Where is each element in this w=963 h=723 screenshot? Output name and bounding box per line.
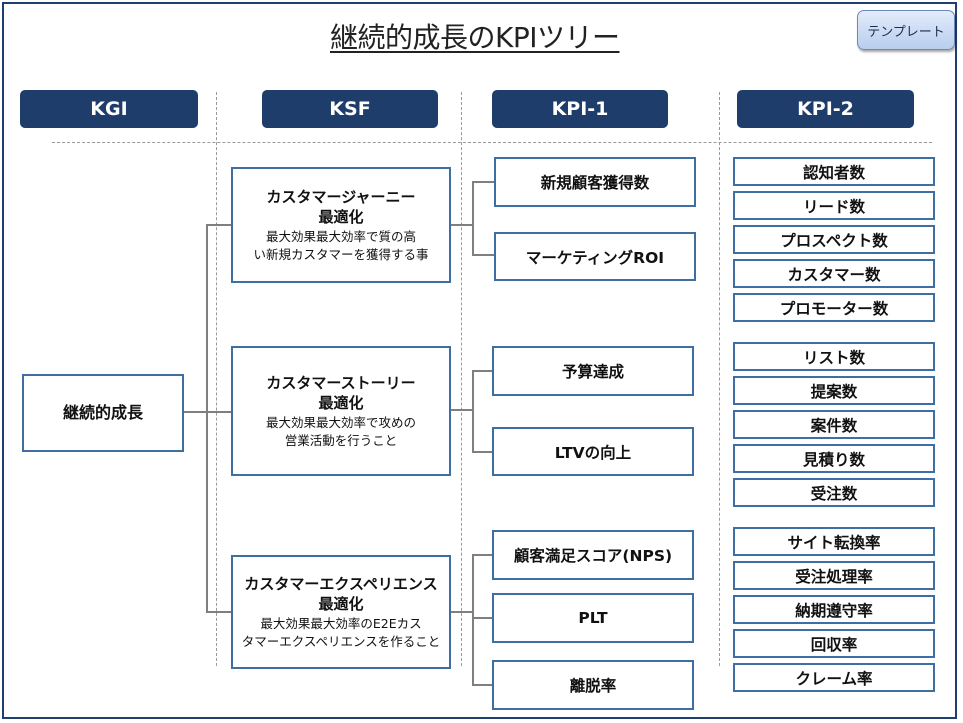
header-separator [52,142,932,143]
connector-line [472,370,493,372]
ksf-description: 最大効果最大効率のE2Eカス [260,616,422,631]
ksf-box: カスタマーストーリー 最適化 最大効果最大効率で攻めの 営業活動を行うこと [231,346,451,476]
connector-line [472,617,493,619]
column-separator [216,92,217,666]
kpi1-box: 離脱率 [492,660,694,710]
template-button[interactable]: テンプレート [857,10,955,50]
connector-line [451,224,473,226]
kpi2-box: サイト転換率 [733,527,935,556]
kpi2-box: リード数 [733,191,935,220]
page-title: 継続的成長のKPIツリー [330,21,620,54]
kpi2-box: クレーム率 [733,663,935,692]
ksf-title: カスタマーエクスペリエンス [244,575,438,593]
connector-line [451,409,473,411]
kpi2-box: 案件数 [733,410,935,439]
kpi2-box: プロモーター数 [733,293,935,322]
ksf-description: 営業活動を行うこと [284,433,398,448]
kpi2-box: カスタマー数 [733,259,935,288]
kgi-label: 継続的成長 [62,403,143,422]
header-kpi1: KPI-1 [492,90,668,128]
ksf-title: カスタマーストーリー [266,374,416,392]
connector-line [206,224,208,613]
ksf-description: タマーエクスペリエンスを作ること [241,634,441,649]
kgi-box: 継続的成長 [22,374,184,452]
ksf-box: カスタマーエクスペリエンス 最適化 最大効果最大効率のE2Eカス タマーエクスペ… [231,555,451,669]
kpi2-box: プロスペクト数 [733,225,935,254]
header-ksf: KSF [262,90,438,128]
kpi2-box: 受注処理率 [733,561,935,590]
connector-line [472,554,474,685]
ksf-title: 最適化 [318,595,364,613]
connector-line [206,411,232,413]
connector-line [472,370,474,453]
ksf-description: 最大効果最大効率で質の高 [265,229,416,244]
connector-line [183,411,207,413]
kpi2-box: 納期遵守率 [733,595,935,624]
header-kgi: KGI [20,90,198,128]
ksf-description: い新規カスタマーを獲得する事 [253,247,429,262]
header-kpi2: KPI-2 [737,90,914,128]
connector-line [206,611,232,613]
connector-line [472,684,493,686]
kpi1-box: 予算達成 [492,346,694,396]
ksf-title: カスタマージャーニー [266,188,416,206]
kpi1-box: PLT [492,593,694,643]
connector-line [472,451,493,453]
connector-line [451,611,473,613]
connector-line [472,181,495,183]
ksf-box: カスタマージャーニー 最適化 最大効果最大効率で質の高 い新規カスタマーを獲得す… [231,167,451,283]
kpi2-box: 提案数 [733,376,935,405]
connector-line [472,254,495,256]
kpi2-box: 認知者数 [733,157,935,186]
kpi1-box: 新規顧客獲得数 [494,157,696,207]
ksf-title: 最適化 [318,208,364,226]
connector-line [206,224,232,226]
kpi1-box: 顧客満足スコア(NPS) [492,530,694,580]
column-separator [461,92,462,666]
kpi2-box: 見積り数 [733,444,935,473]
connector-line [472,554,493,556]
kpi2-box: 受注数 [733,478,935,507]
kpi2-box: 回収率 [733,629,935,658]
ksf-description: 最大効果最大効率で攻めの [265,415,416,430]
kpi1-box: マーケティングROI [494,232,696,281]
kpi2-box: リスト数 [733,342,935,371]
ksf-title: 最適化 [318,394,364,412]
connector-line [472,181,474,255]
kpi1-box: LTVの向上 [492,427,694,476]
column-separator [719,92,720,666]
